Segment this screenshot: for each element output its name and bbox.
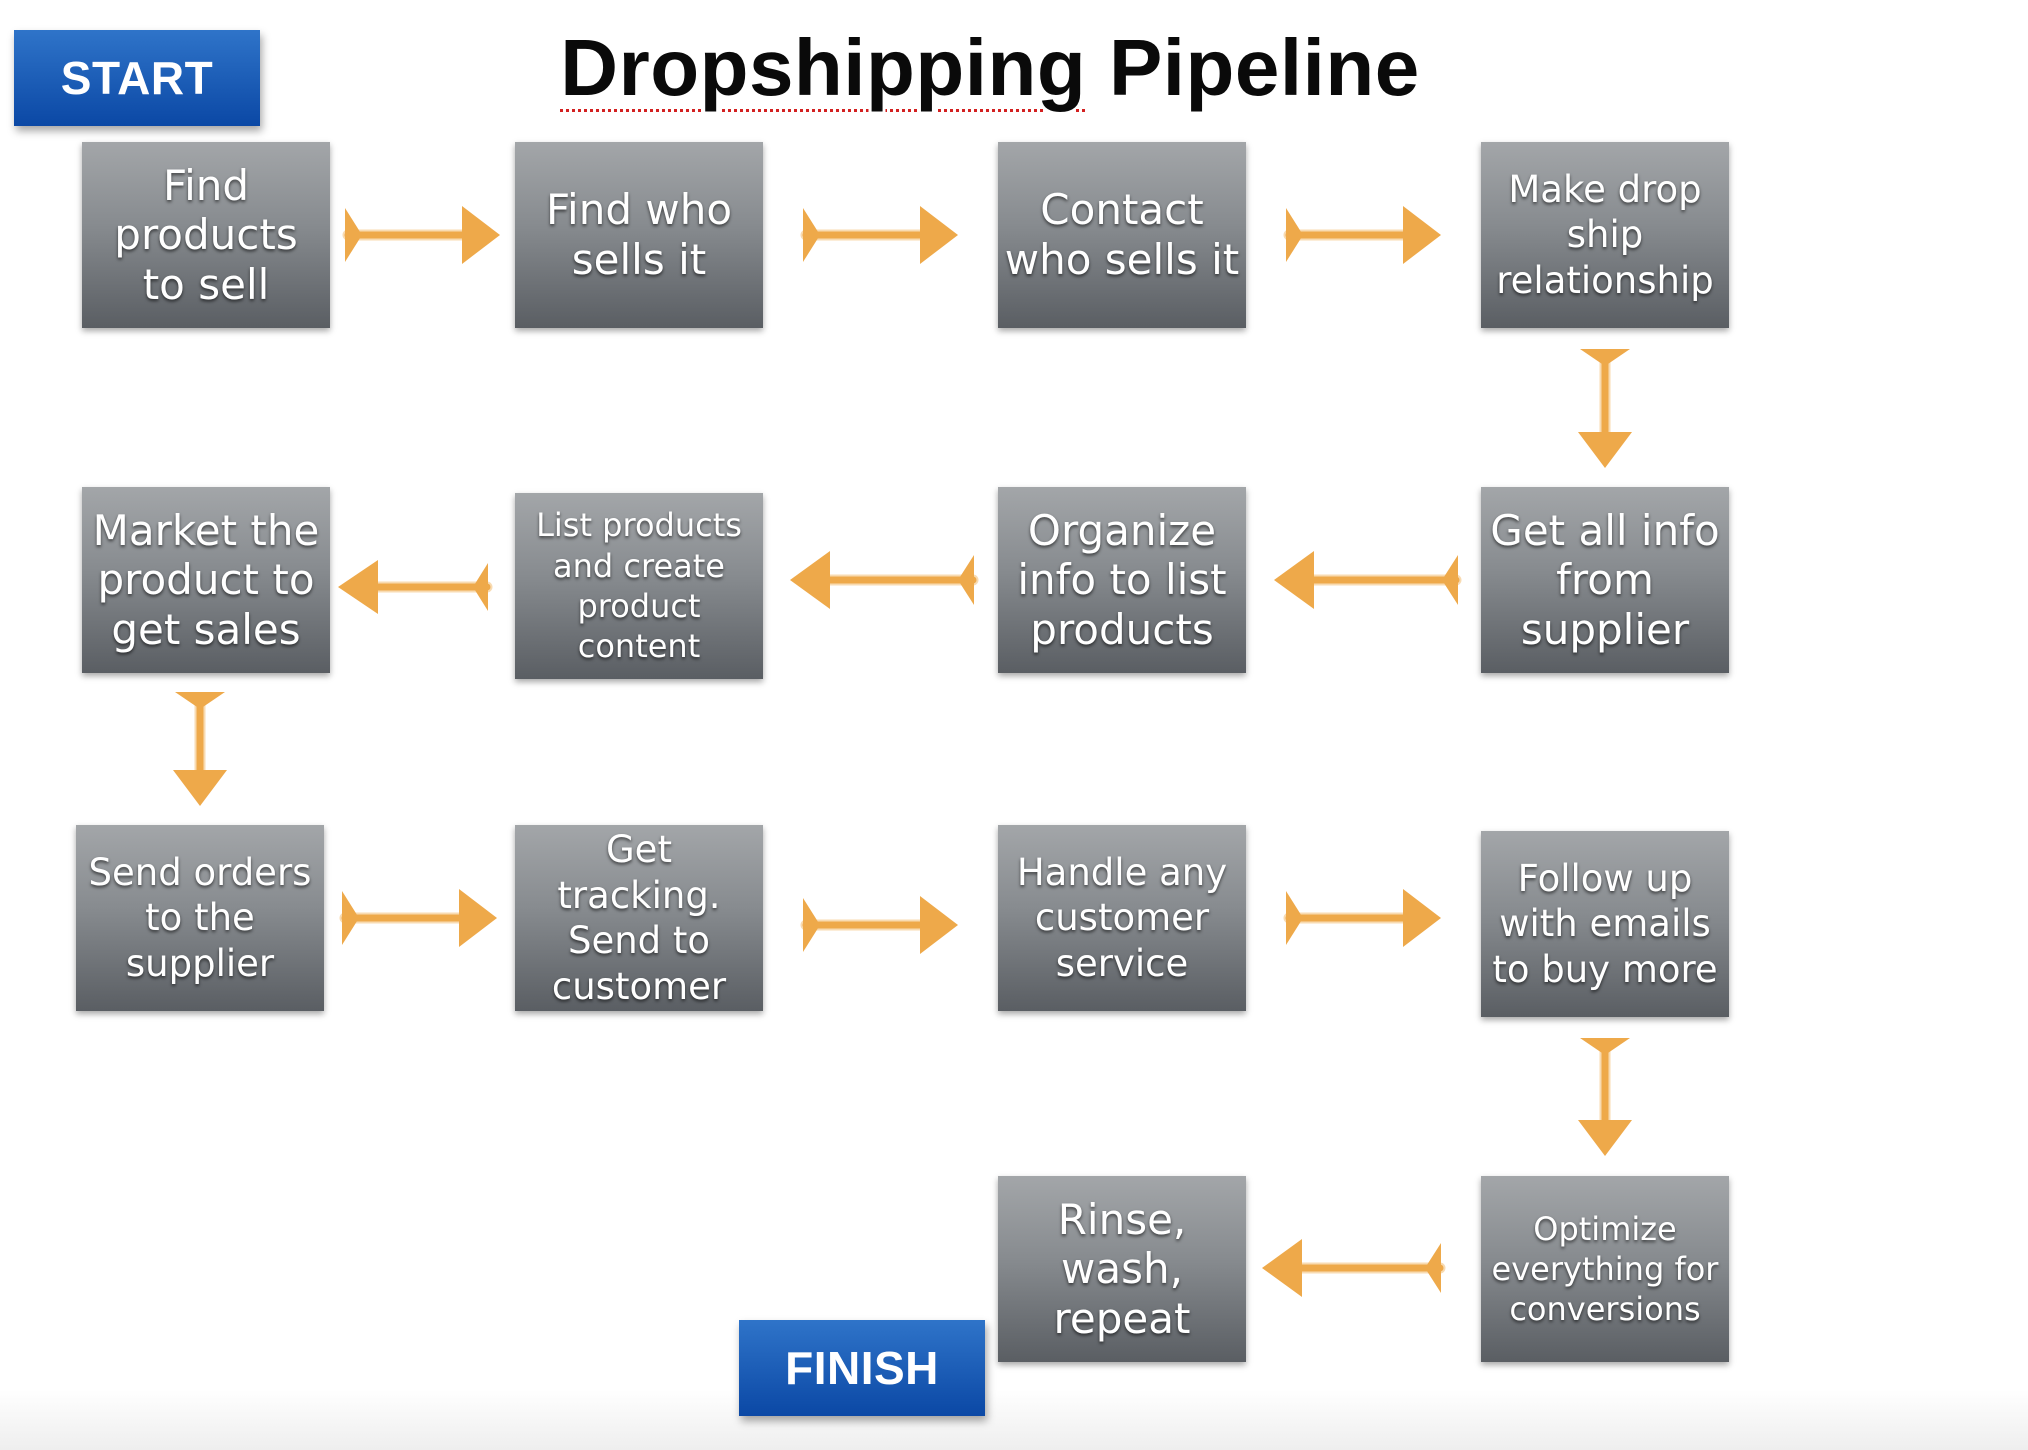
step-customer-service: Handle any customer service <box>998 825 1246 1011</box>
arrow-right-2 <box>800 206 958 264</box>
arrow-down-1 <box>1578 349 1632 468</box>
page-title: Dropshipping Pipeline <box>560 18 1420 118</box>
arrow-right-6 <box>1283 889 1441 947</box>
step-send-orders: Send orders to the supplier <box>76 825 324 1011</box>
arrow-down-2 <box>173 692 227 806</box>
step-organize-info: Organize info to list products <box>998 487 1246 673</box>
step-optimize: Optimize everything for conversions <box>1481 1176 1729 1362</box>
background-fade <box>0 1390 2028 1450</box>
step-follow-up: Follow up with emails to buy more <box>1481 831 1729 1017</box>
arrow-right-1 <box>342 206 500 264</box>
finish-badge: FINISH <box>739 1320 985 1416</box>
step-market-product: Market the product to get sales <box>82 487 330 673</box>
step-contact-seller: Contact who sells it <box>998 142 1246 328</box>
step-rinse-repeat: Rinse, wash, repeat <box>998 1176 1246 1362</box>
step-make-relationship: Make drop ship relationship <box>1481 142 1729 328</box>
arrow-left-1 <box>1274 551 1462 609</box>
arrow-left-3 <box>338 560 493 614</box>
title-word-dropshipping: Dropshipping <box>560 23 1087 112</box>
step-get-info: Get all info from supplier <box>1481 487 1729 673</box>
arrow-left-2 <box>790 551 979 609</box>
arrow-right-3 <box>1283 206 1441 264</box>
step-find-who-sells: Find who sells it <box>515 142 763 328</box>
step-find-products: Find products to sell <box>82 142 330 328</box>
step-list-products: List products and create product content <box>515 493 763 679</box>
arrow-left-4 <box>1262 1239 1446 1297</box>
arrow-down-3 <box>1578 1038 1632 1156</box>
start-badge: START <box>14 30 260 126</box>
step-get-tracking: Get tracking. Send to customer <box>515 825 763 1011</box>
arrow-right-5 <box>800 896 958 954</box>
arrow-right-4 <box>339 889 497 947</box>
title-word-pipeline: Pipeline <box>1086 23 1420 112</box>
